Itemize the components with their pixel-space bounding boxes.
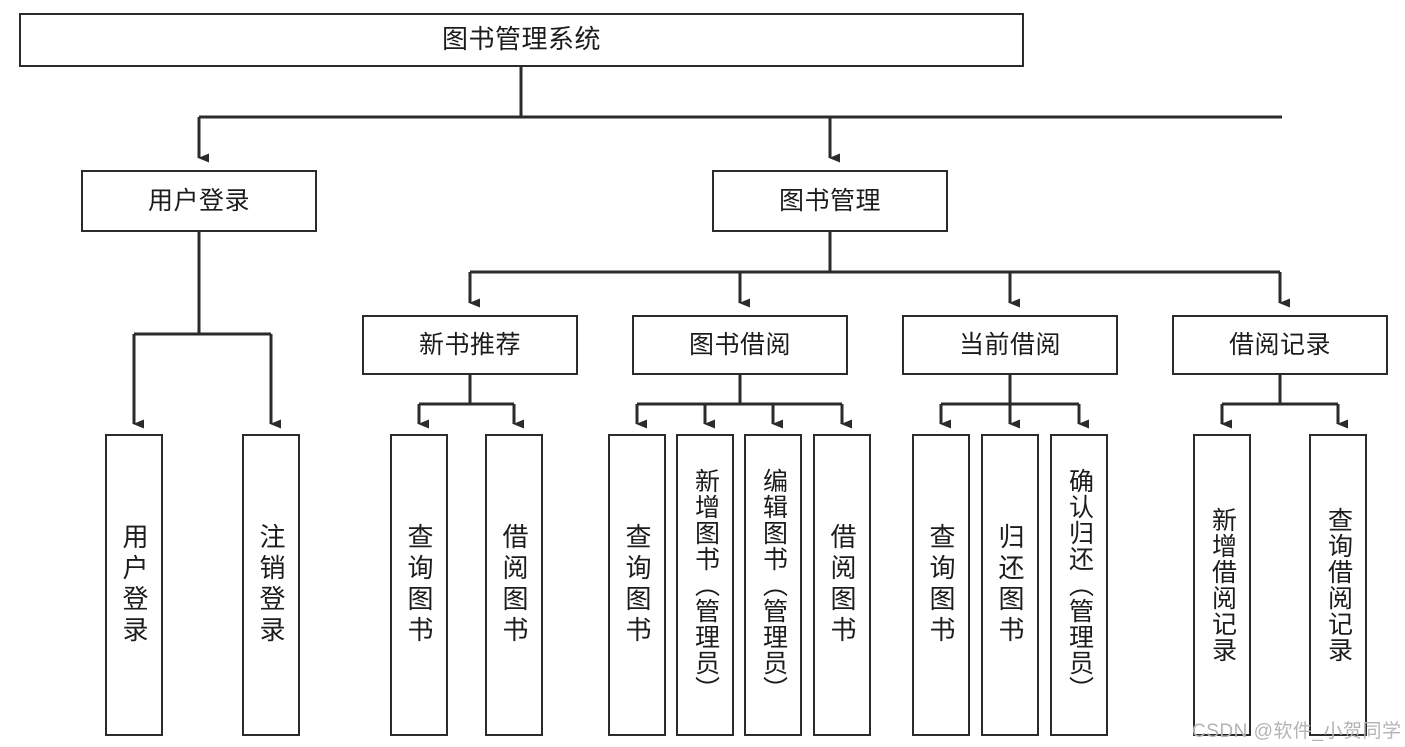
node-leaf-user-login[interactable]: 用户登录 [105, 434, 163, 736]
node-leaf-query-book-b[interactable]: 查询图书 [608, 434, 666, 736]
csdn-watermark: CSDN @软件_小贺同学 [1192, 721, 1402, 742]
node-leaf-borrow-book-a[interactable]: 借阅图书 [485, 434, 543, 736]
node-leaf-add-book-label: 新增图书（管理员） [691, 468, 720, 702]
node-user-login[interactable]: 用户登录 [81, 170, 317, 232]
node-new-book-rec-label: 新书推荐 [418, 331, 521, 359]
node-leaf-add-record-label: 新增借阅记录 [1208, 507, 1237, 663]
node-book-manage[interactable]: 图书管理 [712, 170, 948, 232]
node-leaf-edit-book-label: 编辑图书（管理员） [759, 468, 788, 702]
node-user-login-label: 用户登录 [147, 187, 250, 215]
node-leaf-return-book-label: 归还图书 [995, 523, 1025, 647]
node-book-manage-label: 图书管理 [778, 187, 881, 215]
node-leaf-query-record[interactable]: 查询借阅记录 [1309, 434, 1367, 736]
node-leaf-query-book-a[interactable]: 查询图书 [390, 434, 448, 736]
node-leaf-confirm-return-label: 确认归还（管理员） [1065, 468, 1094, 702]
node-leaf-user-login-label: 用户登录 [119, 523, 149, 647]
node-root-label: 图书管理系统 [441, 24, 601, 55]
node-leaf-confirm-return[interactable]: 确认归还（管理员） [1050, 434, 1108, 736]
node-leaf-query-book-c-label: 查询图书 [926, 523, 956, 647]
node-root[interactable]: 图书管理系统 [19, 13, 1024, 67]
node-leaf-borrow-book-a-label: 借阅图书 [499, 523, 529, 647]
node-current-borrow-label: 当前借阅 [958, 331, 1061, 359]
node-leaf-query-book-a-label: 查询图书 [404, 523, 434, 647]
node-book-borrow-label: 图书借阅 [688, 331, 791, 359]
node-leaf-edit-book[interactable]: 编辑图书（管理员） [744, 434, 802, 736]
node-leaf-query-book-c[interactable]: 查询图书 [912, 434, 970, 736]
node-leaf-logout-label: 注销登录 [256, 523, 286, 647]
node-leaf-add-record[interactable]: 新增借阅记录 [1193, 434, 1251, 736]
node-leaf-add-book[interactable]: 新增图书（管理员） [676, 434, 734, 736]
node-leaf-borrow-book-b[interactable]: 借阅图书 [813, 434, 871, 736]
node-current-borrow[interactable]: 当前借阅 [902, 315, 1118, 375]
node-leaf-borrow-book-b-label: 借阅图书 [827, 523, 857, 647]
node-leaf-logout[interactable]: 注销登录 [242, 434, 300, 736]
node-leaf-query-record-label: 查询借阅记录 [1324, 507, 1353, 663]
node-leaf-return-book[interactable]: 归还图书 [981, 434, 1039, 736]
node-new-book-rec[interactable]: 新书推荐 [362, 315, 578, 375]
node-leaf-query-book-b-label: 查询图书 [622, 523, 652, 647]
node-book-borrow[interactable]: 图书借阅 [632, 315, 848, 375]
node-borrow-record[interactable]: 借阅记录 [1172, 315, 1388, 375]
node-borrow-record-label: 借阅记录 [1228, 331, 1331, 359]
